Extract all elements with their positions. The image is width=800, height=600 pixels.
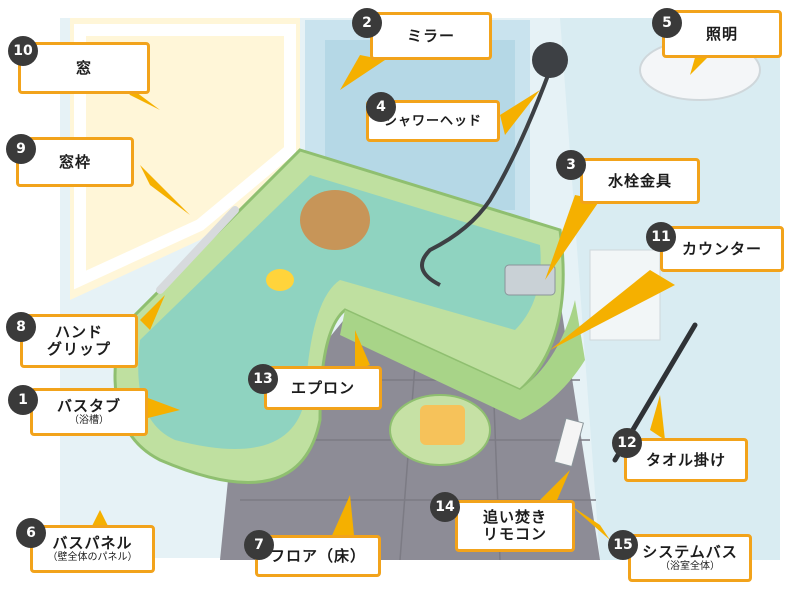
badge-11: 11 [646,222,676,252]
badge-15: 15 [608,530,638,560]
label-hand-grip-title: ハンド [54,323,103,341]
badge-9: 9 [6,134,36,164]
label-bath-panel-title: バスパネル [52,533,133,552]
pointer-11 [550,270,675,350]
pointer-3 [545,195,600,280]
bather-head-shape [300,190,370,250]
badge-1: 1 [8,385,38,415]
badge-13: 13 [248,364,278,394]
label-towel-bar-title: タオル掛け [645,450,726,469]
label-lighting-title: 照明 [705,24,738,43]
label-towel-bar: タオル掛け [624,438,748,482]
pointer-7 [330,495,355,545]
label-window-frame-title: 窓枠 [58,152,91,171]
badge-5: 5 [652,8,682,38]
label-mirror-title: ミラー [406,26,455,45]
label-apron: エプロン [264,366,382,410]
label-reheat-remote-title: 追い焚き [482,508,547,526]
badge-2: 2 [352,8,382,38]
pointer-group [90,40,720,545]
label-hand-grip: ハンド グリップ [20,314,138,368]
label-system-bath: システムバス （浴室全体） [628,534,752,582]
badge-3: 3 [556,150,586,180]
pointer-15 [570,505,610,540]
label-system-bath-sub: （浴室全体） [660,560,720,572]
label-mirror: ミラー [370,12,492,60]
label-bathtub-title: バスタブ [56,396,121,415]
duck-shape [266,269,294,291]
label-bath-panel-sub: （壁全体のパネル） [47,551,138,563]
hand-grip-shape [156,206,239,294]
label-faucet: 水栓金具 [580,158,700,204]
badge-6: 6 [16,518,46,548]
label-bath-panel: バスパネル （壁全体のパネル） [30,525,155,573]
shower-head-shape [532,42,568,78]
label-faucet-title: 水栓金具 [607,171,672,190]
badge-12: 12 [612,428,642,458]
label-bathtub: バスタブ （浴槽） [30,388,148,436]
pointer-13 [355,330,370,370]
badge-4: 4 [366,92,396,122]
stool-cushion-shape [420,405,465,445]
badge-14: 14 [430,492,460,522]
apron-shape [340,300,585,420]
label-apron-title: エプロン [290,378,355,397]
pointer-12 [650,395,665,440]
shower-hose-shape [420,69,552,287]
pointer-14 [540,470,570,505]
faucet-shape [504,264,556,296]
label-bathtub-sub: （浴槽） [69,414,109,426]
pointer-2 [340,55,385,90]
pointer-9 [140,165,190,215]
wall-panel-right [560,18,780,560]
label-counter-title: カウンター [681,239,762,258]
label-reheat-remote: 追い焚き リモコン [455,500,575,552]
label-shower-head-title: シャワーヘッド [383,113,482,129]
label-system-bath-title: システムバス [642,542,738,561]
label-reheat-remote-sub: リモコン [482,525,547,543]
pointer-1 [140,395,180,420]
badge-10: 10 [8,36,38,66]
label-counter: カウンター [660,226,784,272]
pointer-8 [140,295,165,330]
badge-7: 7 [244,530,274,560]
remote-shape [553,417,584,468]
label-window-title: 窓 [75,58,92,77]
label-floor: フロア（床） [255,535,381,577]
window-frame-shape [74,24,296,290]
badge-8: 8 [6,312,36,342]
label-window: 窓 [18,42,150,94]
pointer-4 [500,90,540,135]
label-floor-title: フロア（床） [269,546,366,565]
label-hand-grip-sub: グリップ [46,340,111,358]
